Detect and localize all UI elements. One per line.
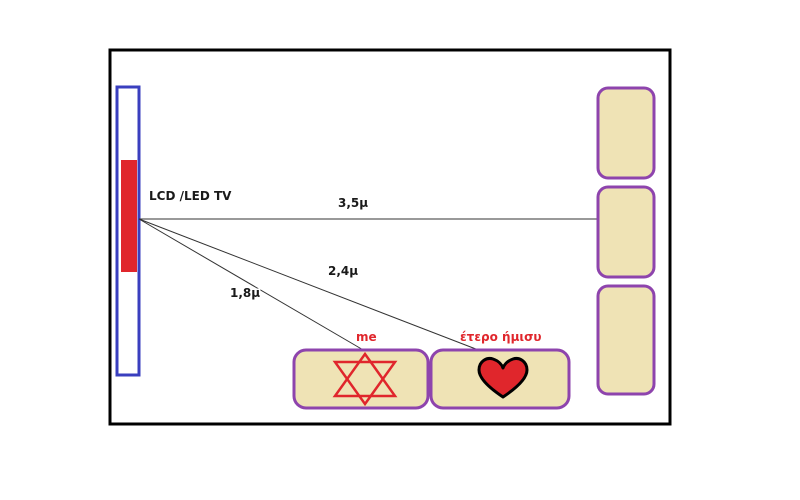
back-sofa-cushion-top [596, 86, 656, 180]
star-of-david-icon [332, 351, 398, 407]
back-sofa [596, 86, 656, 396]
back-sofa-cushion-middle [596, 185, 656, 279]
back-sofa-cushion-bottom [596, 284, 656, 396]
me-label: me [356, 330, 377, 344]
heart-icon [477, 357, 529, 399]
distance-me-label: 1,8μ [230, 286, 260, 300]
distance-other-half-label: 2,4μ [328, 264, 358, 278]
tv-label: LCD /LED TV [149, 189, 232, 203]
other-half-label: έτερο ήμισυ [460, 330, 542, 344]
distance-back-sofa-label-outline: 3,5μ [338, 196, 368, 210]
distance-line-other-half [138, 218, 482, 352]
distance-other-half-label-outline: 2,4μ [328, 264, 358, 278]
distance-me-label-outline: 1,8μ [230, 286, 260, 300]
tv-screen [121, 160, 137, 272]
distance-back-sofa-label: 3,5μ [338, 196, 368, 210]
distance-line-me [138, 218, 366, 352]
